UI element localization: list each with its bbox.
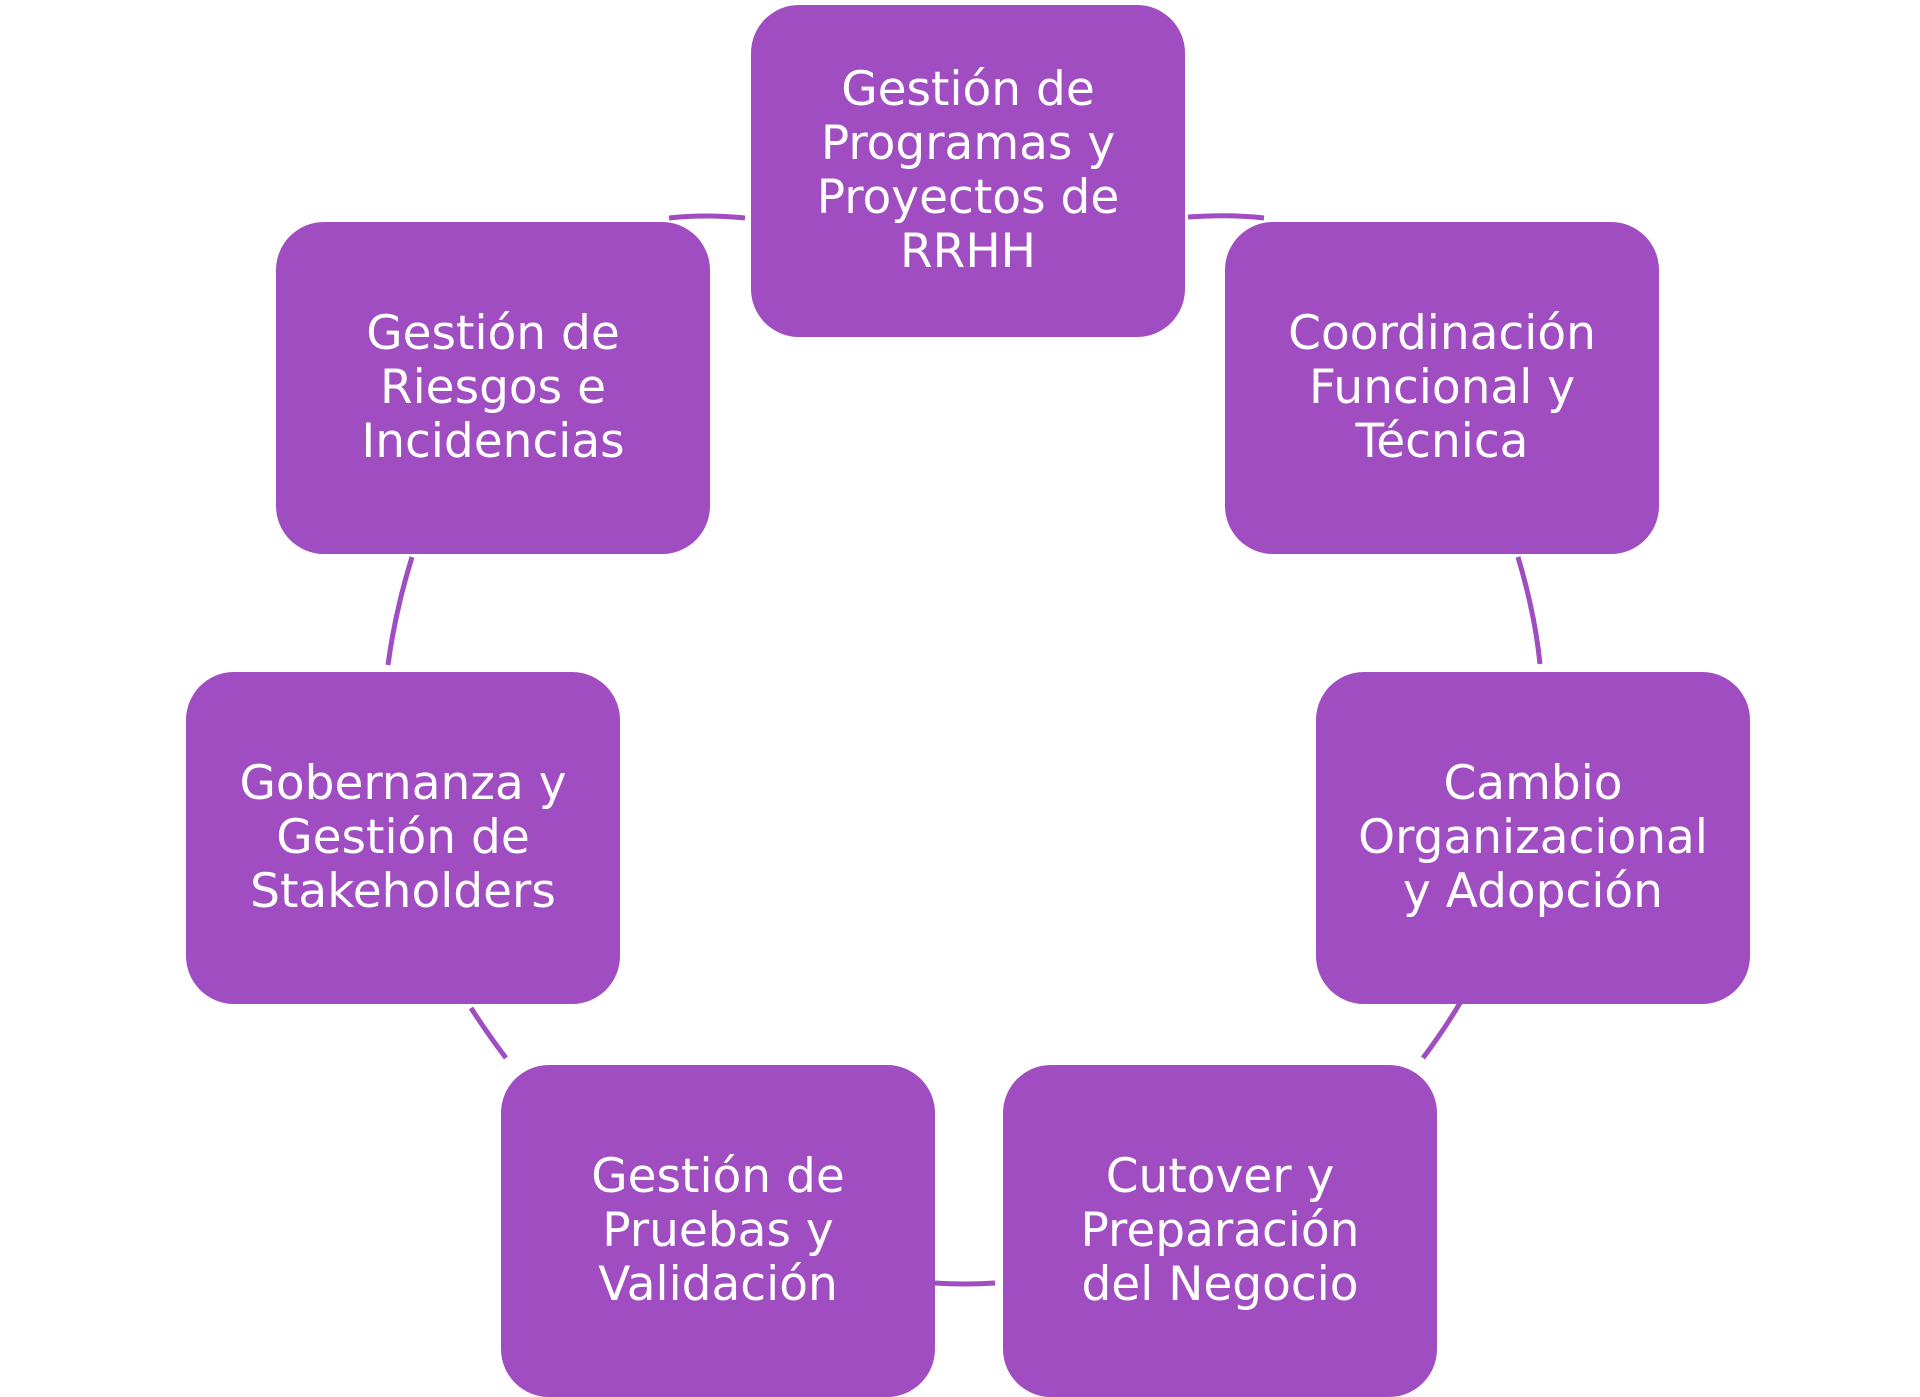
connector-coordinacion-cambio xyxy=(1515,556,1543,665)
node-coordinacion: Coordinación Funcional y Técnica xyxy=(1225,222,1659,554)
node-cambio-organizacional: Cambio Organizacional y Adopción xyxy=(1316,672,1750,1004)
connector-cambio-cutover xyxy=(1420,1001,1463,1060)
node-cutover: Cutover y Preparación del Negocio xyxy=(1003,1065,1437,1397)
node-label: Gestión de Pruebas y Validación xyxy=(591,1149,845,1312)
node-label: Cambio Organizacional y Adopción xyxy=(1358,756,1708,919)
connector-cutover-pruebas xyxy=(933,1280,996,1287)
connector-pruebas-gobernanza xyxy=(468,1006,508,1060)
connector-gobernanza-riesgos xyxy=(385,556,415,666)
connector-riesgos-programas xyxy=(668,213,746,221)
connector-programas-coordinacion xyxy=(1187,213,1265,221)
node-label: Coordinación Funcional y Técnica xyxy=(1288,306,1596,469)
node-gestion-programas: Gestión de Programas y Proyectos de RRHH xyxy=(751,5,1185,337)
node-gestion-pruebas: Gestión de Pruebas y Validación xyxy=(501,1065,935,1397)
node-label: Gestión de Programas y Proyectos de RRHH xyxy=(816,62,1120,279)
node-gobernanza: Gobernanza y Gestión de Stakeholders xyxy=(186,672,620,1004)
node-label: Gestión de Riesgos e Incidencias xyxy=(361,306,625,469)
node-label: Gobernanza y Gestión de Stakeholders xyxy=(239,756,567,919)
node-label: Cutover y Preparación del Negocio xyxy=(1080,1149,1360,1312)
node-gestion-riesgos: Gestión de Riesgos e Incidencias xyxy=(276,222,710,554)
